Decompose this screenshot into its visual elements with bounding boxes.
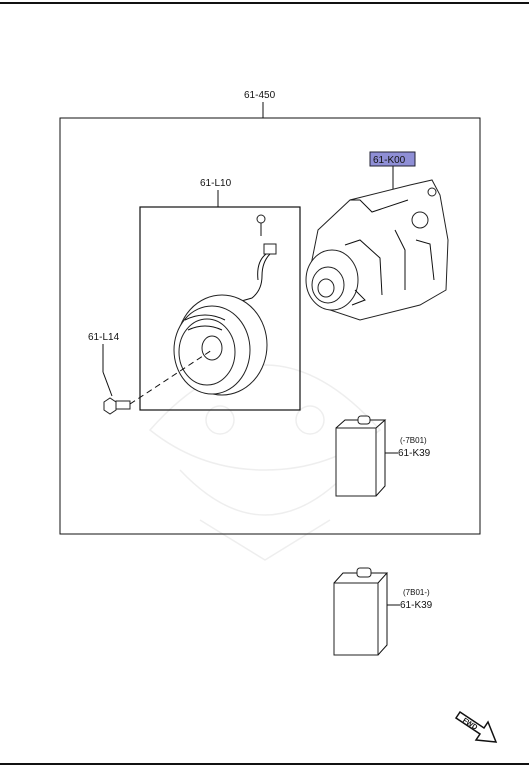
label-oil-lower-range: (7B01-) (403, 588, 430, 597)
clutch-frame (139, 206, 301, 411)
oil-can-lower-drawing[interactable] (333, 567, 389, 656)
bolt-alignment-line (129, 349, 213, 405)
label-clutch[interactable]: 61-L10 (200, 178, 232, 189)
oil-can-upper-drawing[interactable] (335, 415, 387, 497)
label-assembly[interactable]: 61-450 (244, 90, 276, 101)
label-bolt[interactable]: 61-L14 (88, 332, 120, 343)
label-compressor[interactable]: 61-K00 (373, 155, 406, 166)
magnetic-clutch-drawing[interactable] (173, 214, 277, 396)
fwd-label: FWD (461, 717, 478, 732)
label-oil-lower-code[interactable]: 61-K39 (400, 600, 433, 611)
label-oil-upper-code[interactable]: 61-K39 (398, 448, 431, 459)
label-oil-upper-range: (-7B01) (400, 436, 427, 445)
compressor-drawing[interactable] (305, 179, 449, 321)
leader-bolt-2 (102, 371, 113, 397)
assembly-frame (59, 117, 481, 535)
fwd-arrow-icon: FWD (454, 710, 498, 743)
bolt-drawing[interactable] (103, 397, 131, 415)
